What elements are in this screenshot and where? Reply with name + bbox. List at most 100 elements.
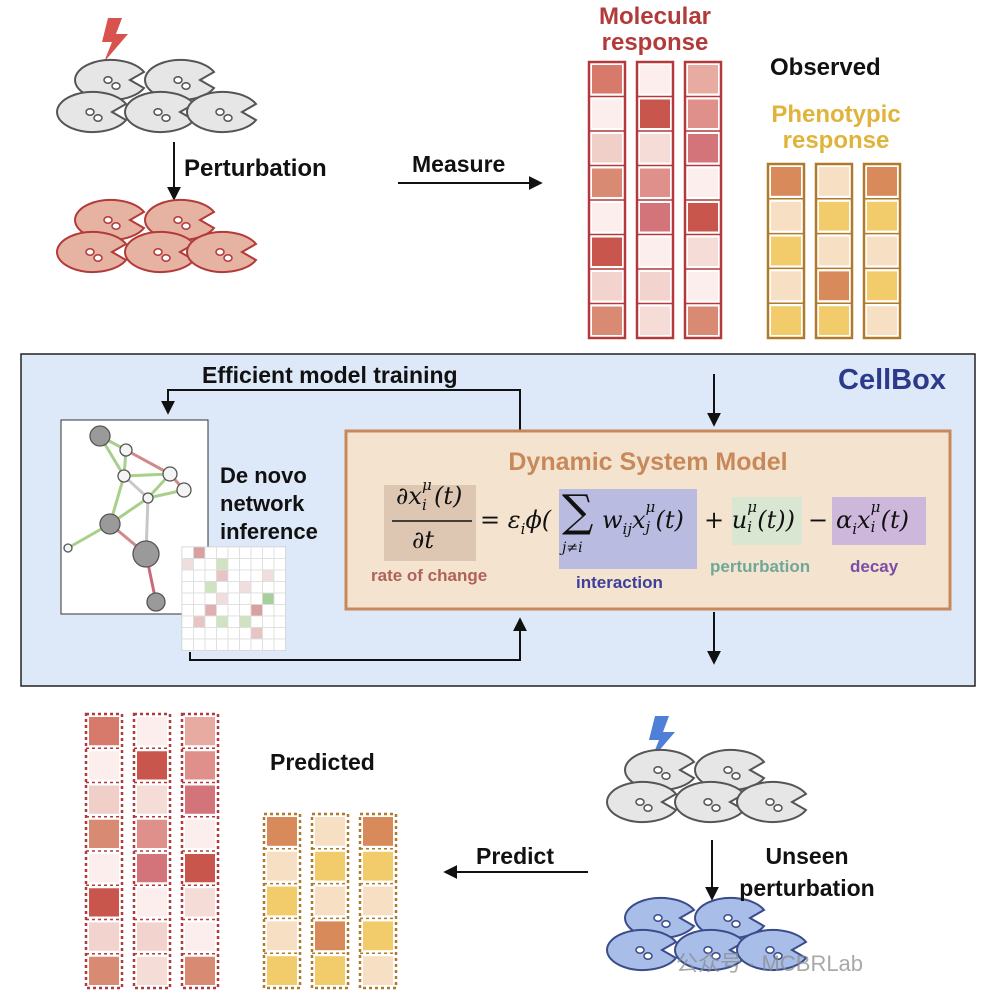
network-edge [123, 472, 171, 478]
lightning-blue-icon [649, 716, 675, 760]
response-cell [867, 236, 897, 266]
eq-u-sub: i [747, 518, 753, 536]
matrix-cell [262, 615, 275, 628]
matrix-cell [193, 569, 206, 582]
cell-nucleus [223, 114, 233, 122]
eq-x3-sup: μ [870, 498, 881, 516]
matrix-cell [239, 569, 252, 582]
phenotypic-response-line1: Phenotypic [771, 101, 901, 128]
matrix-cell [181, 592, 194, 605]
training-label: Efficient model training [202, 362, 458, 388]
matrix-cell [216, 558, 229, 571]
perturbation-highlight [732, 497, 802, 545]
response-cell [688, 134, 718, 163]
matrix-cell [227, 546, 240, 559]
matrix-cell [181, 638, 194, 651]
matrix-cell [250, 581, 263, 594]
response-cell [592, 272, 622, 301]
cell [674, 929, 746, 971]
column-border [310, 812, 350, 990]
cell-nucleus [711, 804, 721, 812]
matrix-cell [227, 627, 240, 640]
response-cell [819, 167, 849, 196]
eq-plus-u: + u [704, 506, 748, 534]
cell [606, 781, 678, 823]
response-cell [640, 203, 670, 232]
cell [624, 749, 696, 791]
response-column [180, 712, 220, 990]
cell [736, 929, 808, 971]
network-node [146, 592, 166, 612]
cell [74, 59, 146, 101]
matrix-cell [262, 604, 275, 617]
response-cell [688, 306, 718, 335]
cell-nucleus [723, 914, 733, 922]
response-cell [137, 956, 167, 985]
response-cell [267, 817, 297, 846]
response-cell [592, 65, 622, 94]
cell-cluster-perturbed [56, 199, 258, 273]
column-border [262, 812, 302, 990]
eq-alpha: α [836, 506, 853, 534]
response-cell [640, 65, 670, 94]
response-column [683, 60, 723, 340]
response-cell [137, 785, 167, 814]
response-cell [688, 168, 718, 197]
cell-nucleus [653, 766, 663, 774]
response-column [587, 60, 627, 340]
cell-nucleus [661, 772, 671, 780]
response-cell [185, 854, 215, 883]
matrix-cell [181, 604, 194, 617]
response-cell [771, 167, 801, 196]
eq-rhs-start: = εiϕ( [480, 506, 551, 538]
perturbation-term-label: perturbation [710, 557, 811, 576]
response-cell [592, 203, 622, 232]
response-cell [315, 956, 345, 985]
matrix-cell [273, 638, 286, 651]
cell [674, 781, 746, 823]
matrix-cell [262, 569, 275, 582]
eq-x2: x [632, 506, 646, 534]
matrix-cell [250, 569, 263, 582]
matrix-cell [216, 569, 229, 582]
eq-equals-eps: = ε [480, 506, 521, 534]
matrix-cell [204, 615, 217, 628]
matrix-cell [273, 569, 286, 582]
eq-x3-t: (t) [880, 506, 909, 534]
response-cell [89, 785, 119, 814]
response-cell [89, 956, 119, 985]
matrix-cell [181, 615, 194, 628]
matrix-cell [193, 546, 206, 559]
matrix-cell [262, 592, 275, 605]
matrix-cell [204, 604, 217, 617]
cell [624, 897, 696, 939]
matrix-cell [216, 604, 229, 617]
cell-nucleus [773, 804, 783, 812]
cell-nucleus [103, 216, 113, 224]
matrix-cell [204, 569, 217, 582]
matrix-cell [204, 558, 217, 571]
matrix-cell [216, 627, 229, 640]
matrix-cell [181, 558, 194, 571]
response-cell [89, 888, 119, 917]
matrix-cell [227, 558, 240, 571]
cell-nucleus [103, 76, 113, 84]
network-node [162, 466, 178, 482]
matrix-cell [273, 581, 286, 594]
matrix-cell [262, 558, 275, 571]
response-cell [185, 922, 215, 951]
response-cell [771, 306, 801, 335]
cell-nucleus [635, 946, 645, 954]
network-node [99, 513, 121, 535]
matrix-cell [181, 569, 194, 582]
response-cell [137, 888, 167, 917]
matrix-cell [239, 615, 252, 628]
response-cell [267, 851, 297, 881]
matrix-cell [273, 592, 286, 605]
response-cell [137, 717, 167, 746]
response-cell [867, 306, 897, 335]
matrix-cell [181, 581, 194, 594]
